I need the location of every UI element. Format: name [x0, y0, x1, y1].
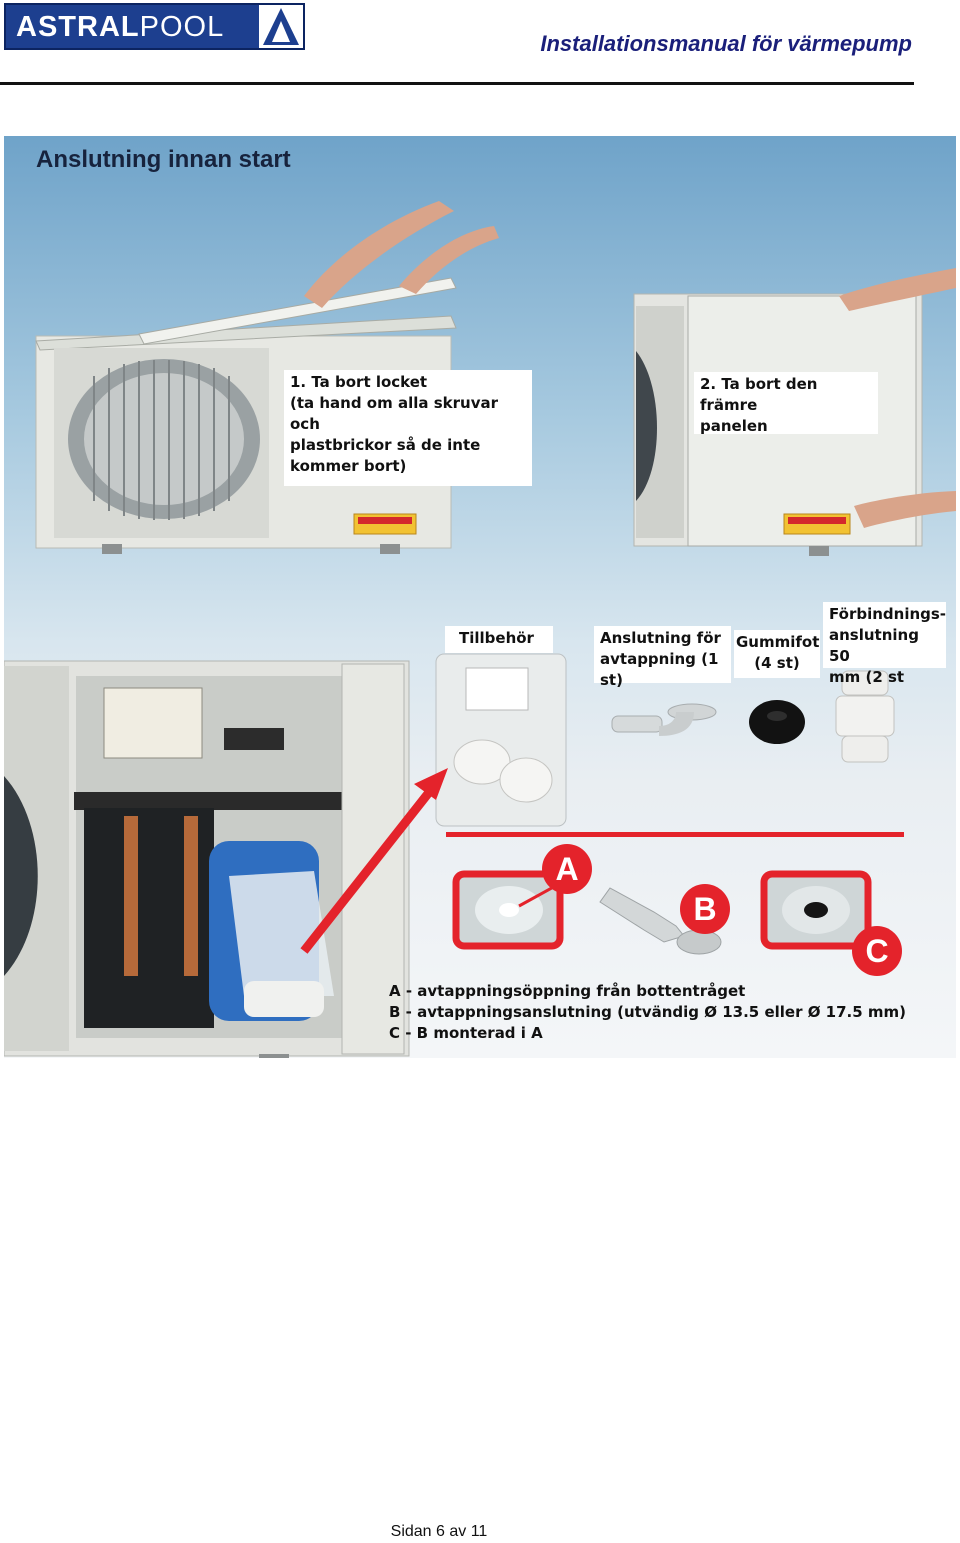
header-divider — [0, 82, 914, 85]
logo-wordmark: ASTRALPOOL — [16, 11, 224, 44]
installation-figure: Anslutning innan start 1. Ta bort locket… — [4, 136, 956, 1058]
drain-connection-label: Anslutning för avtappning (1 st) — [594, 626, 731, 689]
connector-label: Förbindnings- anslutning 50 mm (2 st — [823, 602, 946, 686]
accessory-arrow — [300, 768, 448, 954]
legend-c: C - B monterad i A — [389, 1024, 543, 1042]
marker-b-badge: B — [680, 884, 730, 934]
legend-b: B - avtappningsanslutning (utvändig Ø 13… — [389, 1003, 907, 1021]
marker-c-badge: C — [852, 926, 902, 976]
drain-detail-photos — [452, 870, 872, 955]
rubber-feet-label: Gummifot (4 st) — [734, 630, 820, 678]
figure-heading: Anslutning innan start — [36, 146, 291, 173]
logo-brand-sub: POOL — [139, 11, 225, 43]
step-2-callout: 2. Ta bort den främre panelen — [694, 372, 878, 435]
logo-triangle-icon — [259, 5, 303, 48]
legend-a: A - avtappningsöppning från bottentråget — [389, 982, 746, 1000]
figure-illustration — [4, 201, 956, 1058]
marker-a-badge: A — [542, 844, 592, 894]
heat-pump-unit-interior — [4, 660, 410, 1058]
document-title: Installationsmanual för värmepump — [540, 31, 912, 56]
step-1-callout: 1. Ta bort locket (ta hand om alla skruv… — [284, 370, 532, 486]
astralpool-logo: ASTRALPOOL — [4, 3, 305, 50]
accessories-label: Tillbehör — [445, 626, 553, 653]
logo-brand-main: ASTRAL — [16, 11, 140, 43]
page-number: Sidan 6 av 11 — [390, 1523, 488, 1540]
accessory-items — [435, 653, 895, 827]
red-divider-line — [446, 832, 904, 837]
